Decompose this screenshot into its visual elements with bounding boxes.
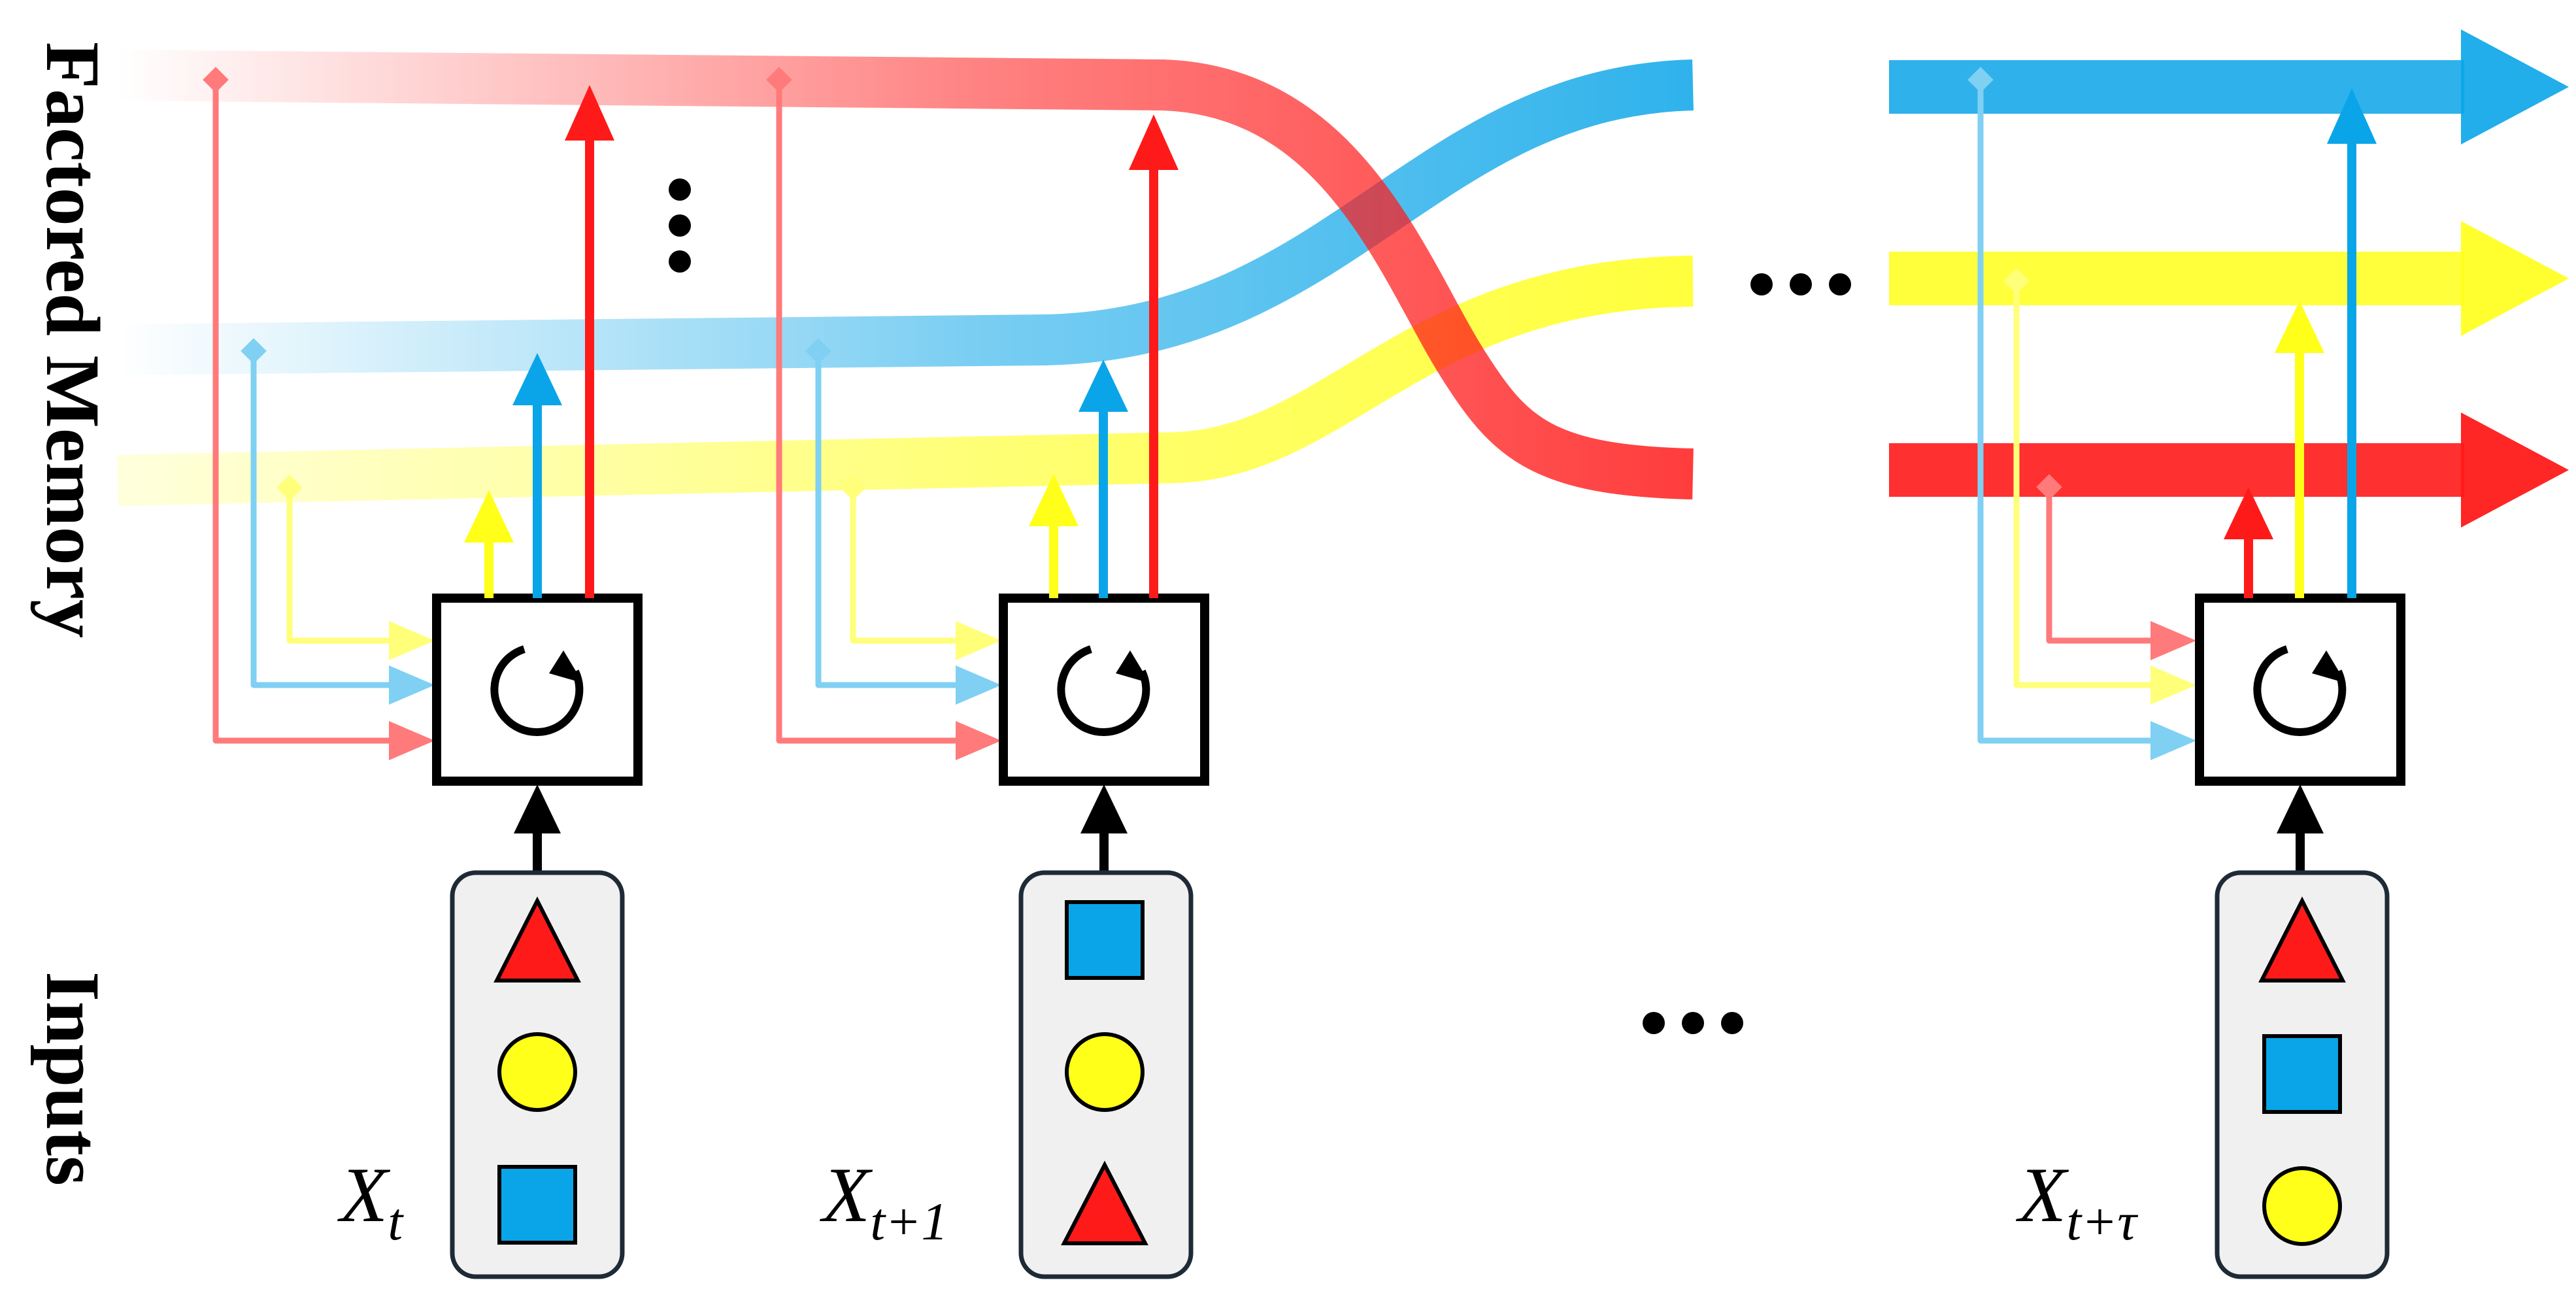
red-triangle-icon bbox=[1061, 1160, 1148, 1245]
write-arrows-step-t bbox=[464, 85, 614, 598]
refresh-icon bbox=[490, 645, 584, 736]
memory-horizontal-ellipsis bbox=[1750, 273, 1851, 295]
output-arrow-blue bbox=[1889, 29, 2569, 144]
inputs-ellipsis bbox=[1643, 1012, 1743, 1034]
step-label-t-plus-tau: Xt+τ bbox=[2016, 1151, 2138, 1251]
step-label-t-plus-1: Xt+1 bbox=[820, 1151, 948, 1251]
blue-square-icon bbox=[2262, 1034, 2342, 1114]
read-arrowheads-step-t bbox=[389, 621, 435, 760]
memory-stream-yellow bbox=[117, 256, 1694, 506]
recurrent-cell-step-t bbox=[432, 594, 643, 786]
output-arrow-yellow bbox=[1889, 221, 2569, 336]
yellow-circle-icon bbox=[497, 1032, 577, 1112]
memory-streams bbox=[117, 50, 1694, 506]
read-arrowheads-step-t-plus-tau bbox=[2150, 621, 2196, 760]
read-connectors-step-t-plus-1 bbox=[776, 80, 966, 744]
inputs-axis-label: Inputs bbox=[30, 971, 116, 1186]
read-arrowheads-step-t-plus-1 bbox=[956, 621, 1001, 760]
step-t-plus-1: Xt+1 bbox=[766, 67, 1209, 1279]
output-streams bbox=[1889, 29, 2569, 528]
step-label-t: Xt bbox=[337, 1151, 404, 1251]
recurrent-cell-step-t-plus-1 bbox=[999, 594, 1209, 786]
read-diamonds-step-t-plus-tau bbox=[1967, 67, 2062, 500]
read-diamonds-step-t bbox=[203, 67, 303, 501]
refresh-icon bbox=[2253, 645, 2347, 736]
write-arrows-step-t-plus-1 bbox=[1029, 114, 1179, 598]
step-t: Xt bbox=[203, 67, 643, 1279]
memory-stream-red bbox=[117, 50, 1694, 499]
step-t-plus-tau: Xt+τ bbox=[1967, 67, 2405, 1279]
input-arrow-step-t-plus-tau bbox=[2277, 784, 2324, 873]
input-arrow-step-t bbox=[514, 784, 561, 873]
yellow-circle-icon bbox=[2262, 1166, 2342, 1246]
blue-square-icon bbox=[497, 1165, 577, 1245]
recurrent-cell-step-t-plus-tau bbox=[2195, 594, 2405, 786]
red-triangle-icon bbox=[2258, 896, 2346, 982]
memory-axis-label: Factored Memory bbox=[30, 42, 116, 638]
memory-vertical-ellipsis bbox=[669, 178, 691, 273]
blue-square-icon bbox=[1065, 900, 1145, 980]
refresh-icon bbox=[1057, 645, 1150, 736]
input-arrow-step-t-plus-1 bbox=[1080, 784, 1128, 873]
read-connectors-step-t bbox=[212, 80, 399, 744]
output-arrow-red bbox=[1889, 412, 2569, 528]
read-connectors-step-t-plus-tau bbox=[1977, 80, 2162, 744]
write-arrows-step-t-plus-tau bbox=[2224, 88, 2377, 598]
red-triangle-icon bbox=[493, 896, 581, 982]
yellow-circle-icon bbox=[1065, 1032, 1145, 1112]
